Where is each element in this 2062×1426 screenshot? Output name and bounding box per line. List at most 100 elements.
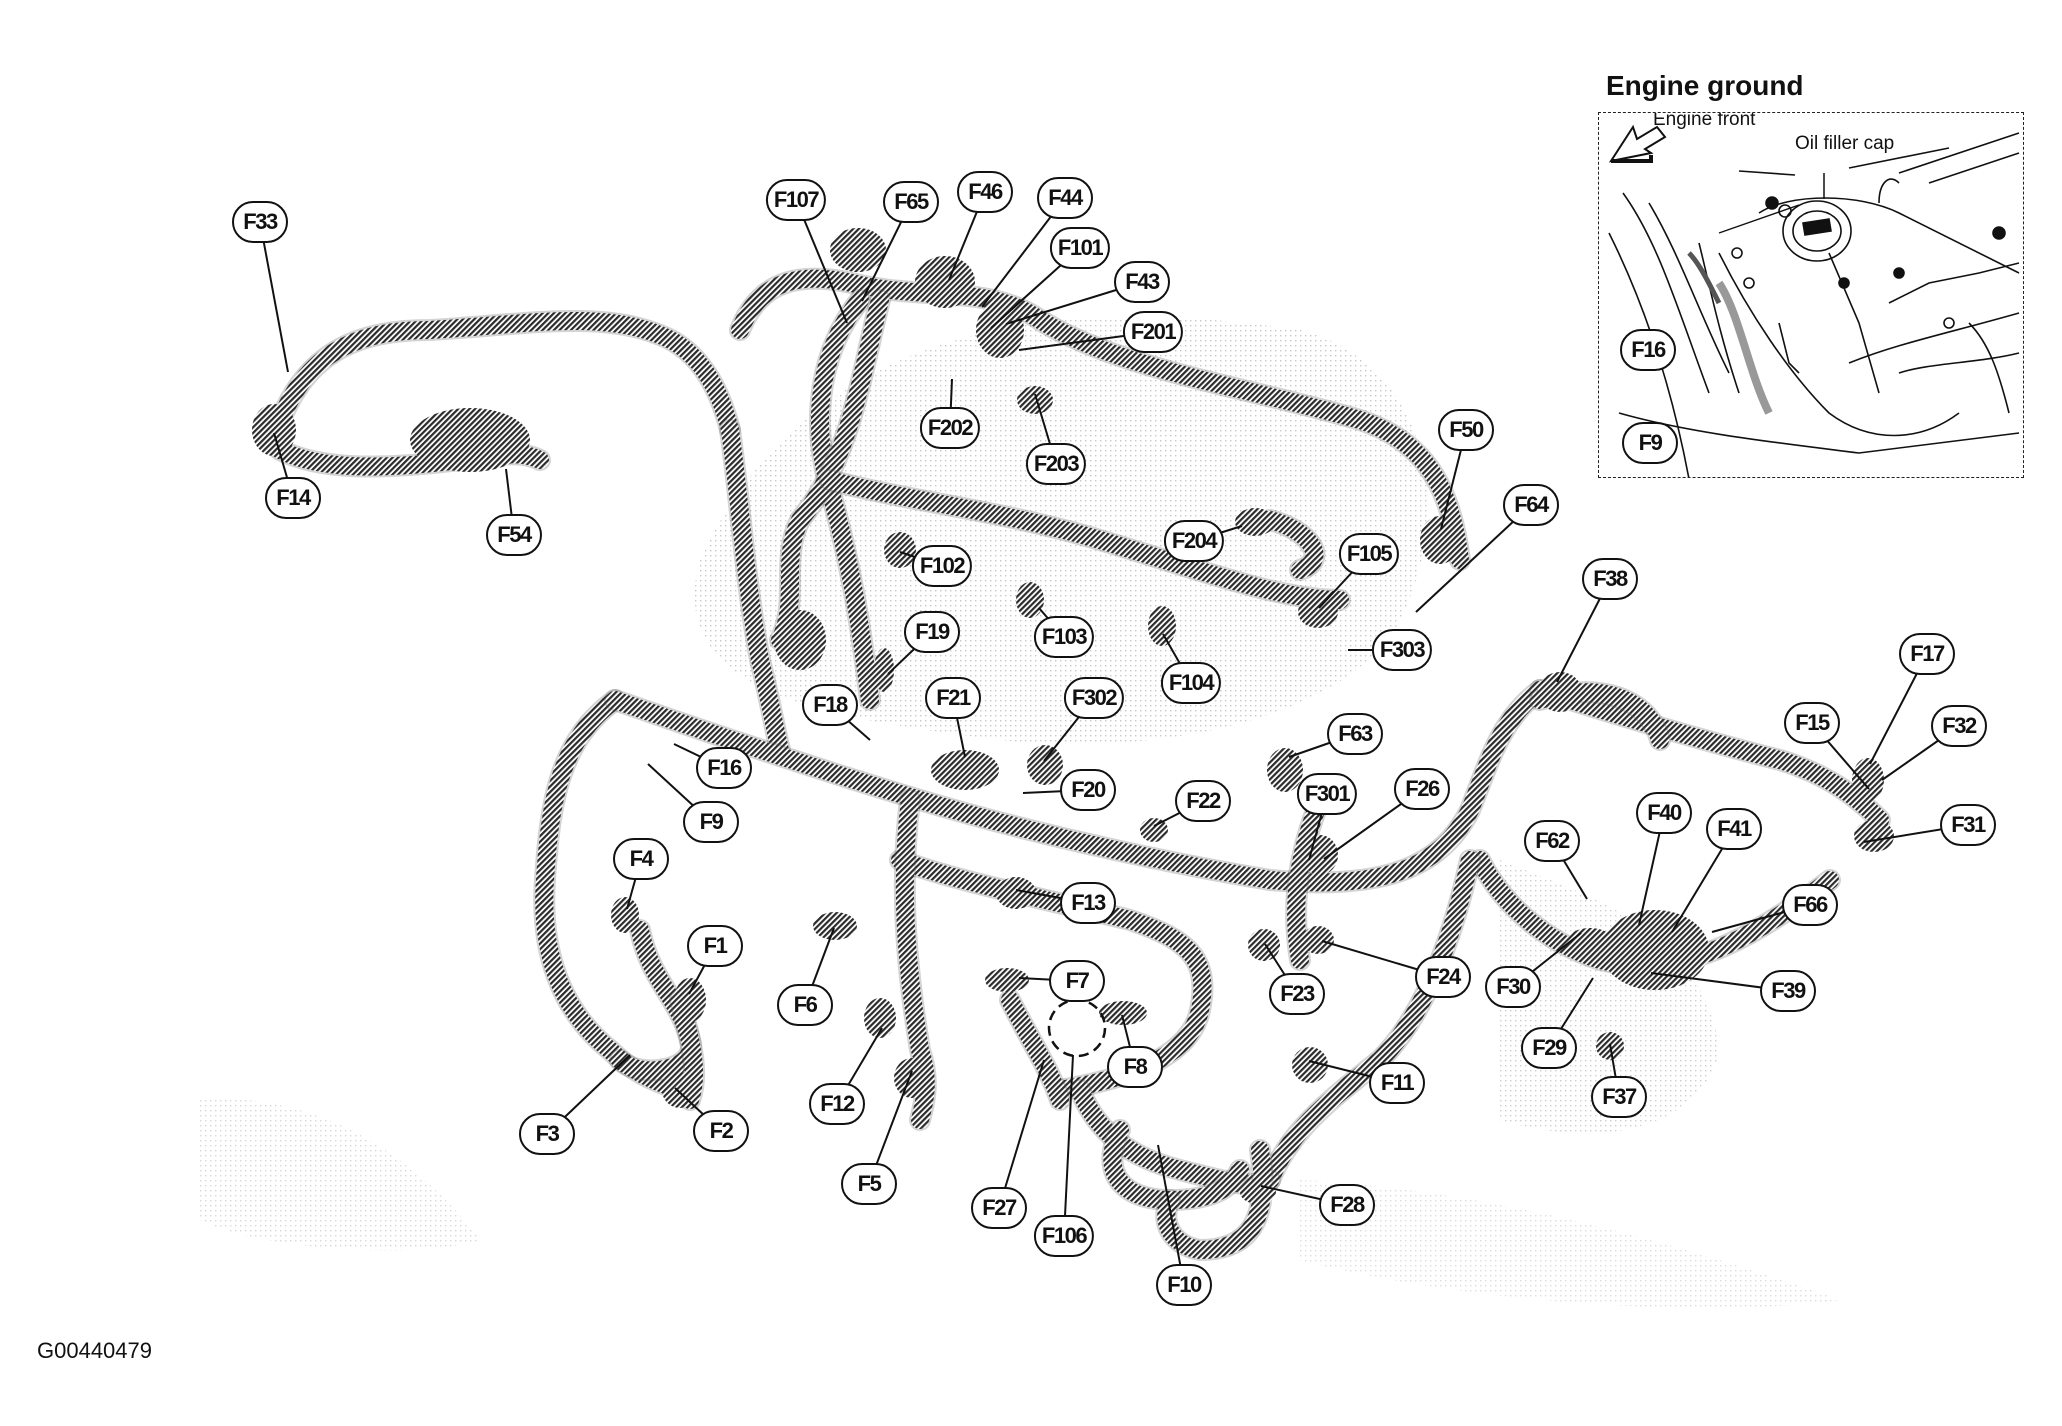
connector-callout-f28[interactable]: F28 (1319, 1184, 1375, 1226)
connector-callout-f21[interactable]: F21 (925, 677, 981, 719)
connector-callout-f30[interactable]: F30 (1485, 966, 1541, 1008)
connector-callout-f18[interactable]: F18 (802, 684, 858, 726)
connector-callout-f43[interactable]: F43 (1114, 261, 1170, 303)
connector-callout-f10[interactable]: F10 (1156, 1264, 1212, 1306)
figure-id: G00440479 (37, 1338, 152, 1363)
connector-callout-f11[interactable]: F11 (1369, 1062, 1425, 1104)
harness-wire (721, 421, 789, 759)
connector-callout-f29[interactable]: F29 (1521, 1027, 1577, 1069)
connector-body (1235, 508, 1275, 536)
connector-callout-f101[interactable]: F101 (1049, 227, 1111, 269)
connector-callout-f23[interactable]: F23 (1269, 973, 1325, 1015)
connector-callout-f63[interactable]: F63 (1327, 713, 1383, 755)
connector-callout-f301[interactable]: F301 (1296, 773, 1358, 815)
oil-filler-cap-label: Oil filler cap (1795, 133, 1895, 154)
connector-callout-f13[interactable]: F13 (1060, 882, 1116, 924)
connector-callout-f3[interactable]: F3 (519, 1113, 575, 1155)
connector-body (874, 648, 894, 692)
connector-body (1302, 835, 1338, 875)
connector-callout-f104[interactable]: F104 (1160, 662, 1222, 704)
connector-callout-f24[interactable]: F24 (1415, 956, 1471, 998)
connector-body (774, 610, 826, 670)
connector-callout-f203[interactable]: F203 (1025, 443, 1087, 485)
connector-callout-f202[interactable]: F202 (919, 407, 981, 449)
connector-body (674, 978, 706, 1022)
connector-body (1267, 748, 1303, 792)
connector-callout-f54[interactable]: F54 (486, 514, 542, 556)
connector-callout-f16[interactable]: F16 (696, 747, 752, 789)
connector-callout-f64[interactable]: F64 (1503, 484, 1559, 526)
connector-callout-f8[interactable]: F8 (1107, 1046, 1163, 1088)
connector-callout-f303[interactable]: F303 (1371, 629, 1433, 671)
connector-callout-f66[interactable]: F66 (1782, 884, 1838, 926)
ground-point-dashed-circle (1047, 998, 1107, 1058)
connector-body (931, 750, 999, 790)
connector-callout-f20[interactable]: F20 (1060, 769, 1116, 811)
connector-body (976, 302, 1024, 358)
connector-callout-f9[interactable]: F9 (683, 801, 739, 843)
connector-body (1302, 926, 1334, 954)
connector-callout-f302[interactable]: F302 (1063, 677, 1125, 719)
connector-callout-f65[interactable]: F65 (883, 181, 939, 223)
connector-callout-f17[interactable]: F17 (1899, 633, 1955, 675)
connector-body (1568, 928, 1612, 952)
connector-callout-f201[interactable]: F201 (1122, 311, 1184, 353)
connector-callout-f40[interactable]: F40 (1636, 792, 1692, 834)
connector-callout-f62[interactable]: F62 (1524, 820, 1580, 862)
connector-callout-f32[interactable]: F32 (1931, 705, 1987, 747)
connector-callout-f41[interactable]: F41 (1706, 808, 1762, 850)
connector-callout-f107[interactable]: F107 (765, 179, 827, 221)
connector-callout-f16[interactable]: F16 (1620, 329, 1676, 371)
connector-body (813, 912, 857, 940)
connector-body (830, 228, 886, 272)
connector-callout-f7[interactable]: F7 (1049, 960, 1105, 1002)
connector-callout-f37[interactable]: F37 (1591, 1076, 1647, 1118)
connector-body (611, 897, 639, 933)
connector-callout-f22[interactable]: F22 (1175, 780, 1231, 822)
harness-wire (895, 791, 935, 1129)
connector-callout-f1[interactable]: F1 (687, 925, 743, 967)
connector-callout-f106[interactable]: F106 (1033, 1215, 1095, 1257)
harness-wire (771, 291, 889, 649)
connector-callout-f33[interactable]: F33 (232, 201, 288, 243)
harness-wire (1287, 791, 1329, 969)
engine-ground-inset: Engine front Oil filler cap (1598, 112, 2024, 478)
connector-callout-f15[interactable]: F15 (1784, 702, 1840, 744)
connector-callout-f105[interactable]: F105 (1338, 533, 1400, 575)
connector-callout-f44[interactable]: F44 (1037, 177, 1093, 219)
connector-callout-f6[interactable]: F6 (777, 984, 833, 1026)
engine-ground-illustration (1608, 124, 2020, 477)
connector-callout-f12[interactable]: F12 (809, 1083, 865, 1125)
connector-callout-f27[interactable]: F27 (971, 1187, 1027, 1229)
connector-body (985, 968, 1029, 992)
connector-callout-f26[interactable]: F26 (1394, 768, 1450, 810)
connector-callout-f2[interactable]: F2 (693, 1110, 749, 1152)
connector-body (1148, 606, 1176, 646)
connector-body (1140, 818, 1168, 842)
connector-callout-f31[interactable]: F31 (1940, 804, 1996, 846)
connector-callout-f9[interactable]: F9 (1622, 422, 1678, 464)
connector-callout-f102[interactable]: F102 (911, 545, 973, 587)
connector-callout-f4[interactable]: F4 (613, 838, 669, 880)
harness-wire (606, 681, 1549, 892)
connector-callout-f5[interactable]: F5 (841, 1163, 897, 1205)
connector-body (1601, 910, 1709, 990)
leader-line (1415, 504, 1532, 613)
harness-wire (1001, 991, 1069, 1109)
connector-body (1027, 745, 1063, 785)
connector-callout-f39[interactable]: F39 (1760, 970, 1816, 1012)
connector-body (996, 877, 1036, 909)
leader-line (1063, 1054, 1074, 1237)
harness-wire (821, 471, 1349, 609)
connector-callout-f204[interactable]: F204 (1163, 520, 1225, 562)
connector-callout-f38[interactable]: F38 (1582, 558, 1638, 600)
connector-body (1420, 516, 1460, 564)
harness-wire (535, 691, 689, 1099)
connector-callout-f46[interactable]: F46 (957, 171, 1013, 213)
connector-body (884, 532, 916, 568)
connector-callout-f50[interactable]: F50 (1438, 409, 1494, 451)
harness-wire (265, 311, 739, 449)
connector-callout-f14[interactable]: F14 (265, 477, 321, 519)
connector-callout-f103[interactable]: F103 (1033, 616, 1095, 658)
connector-callout-f19[interactable]: F19 (904, 611, 960, 653)
